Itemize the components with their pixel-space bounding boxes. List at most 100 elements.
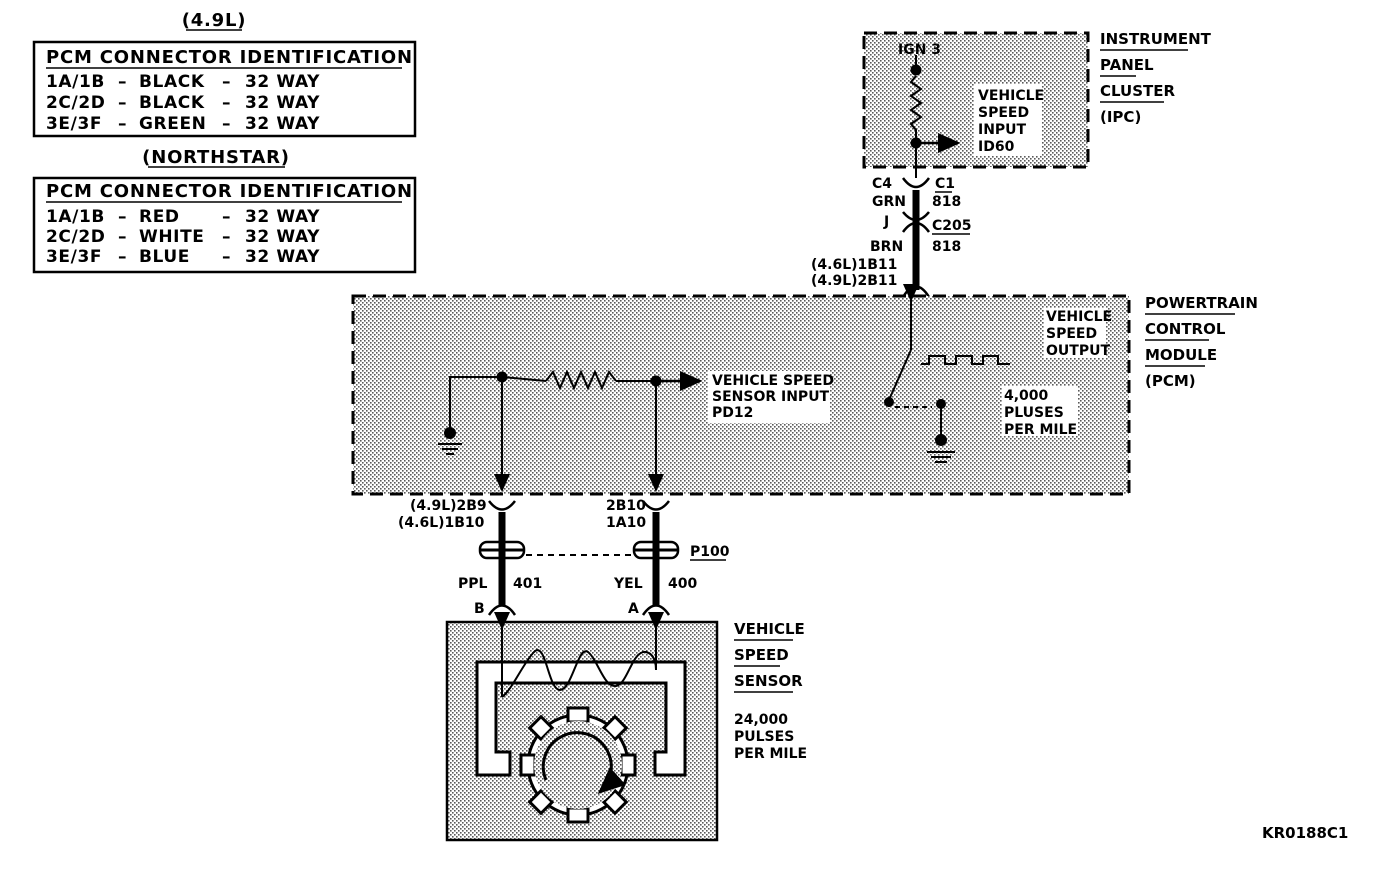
table-49-box [32, 40, 417, 138]
svg-text:4,000: 4,000 [1004, 388, 1049, 404]
label-yel: YEL [613, 576, 643, 592]
svg-text:INPUT: INPUT [978, 122, 1027, 138]
pcm-output-ground [927, 451, 955, 463]
table-49-heading: (4.9L) [182, 10, 247, 31]
svg-text:BLACK: BLACK [139, 72, 205, 92]
label-c1: C1 [935, 176, 955, 192]
svg-text:–: – [118, 247, 127, 267]
label-a: A [628, 601, 639, 617]
svg-text:BLACK: BLACK [139, 93, 205, 113]
sensor-pulses-label: 24,000 PULSES PER MILE [734, 712, 807, 762]
connector-c205 [901, 221, 931, 233]
label-pin-2b9: (4.9L)2B9 [410, 498, 487, 514]
svg-text:SENSOR: SENSOR [734, 672, 803, 690]
svg-text:32 WAY: 32 WAY [245, 93, 320, 113]
svg-text:CLUSTER: CLUSTER [1100, 82, 1175, 100]
svg-text:1A/1B: 1A/1B [46, 72, 105, 92]
pcm-output-label: VEHICLE SPEED OUTPUT [1046, 309, 1112, 359]
table-ns-title: PCM CONNECTOR IDENTIFICATION [46, 181, 413, 202]
svg-text:RED: RED [139, 207, 180, 227]
ipc-name: INSTRUMENT PANEL CLUSTER (IPC) [1100, 30, 1212, 126]
table-49-row: 2C/2D – BLACK – 32 WAY [46, 93, 320, 113]
svg-text:SENSOR INPUT: SENSOR INPUT [712, 389, 830, 405]
svg-text:SPEED: SPEED [978, 105, 1029, 121]
svg-text:–: – [222, 227, 231, 247]
label-c4: C4 [872, 176, 892, 192]
sensor-coil [501, 649, 657, 698]
svg-text:PER MILE: PER MILE [734, 746, 807, 762]
svg-text:32 WAY: 32 WAY [245, 227, 320, 247]
svg-text:–: – [118, 227, 127, 247]
label-818-a: 818 [932, 194, 961, 210]
pcm-input-label: VEHICLE SPEED SENSOR INPUT PD12 [712, 373, 834, 421]
svg-text:32 WAY: 32 WAY [245, 207, 320, 227]
ipc-ign-label: IGN 3 [898, 42, 941, 58]
connector-p100-a [632, 536, 680, 564]
svg-text:VEHICLE SPEED: VEHICLE SPEED [712, 373, 834, 389]
table-ns-box [32, 176, 417, 274]
svg-text:VEHICLE: VEHICLE [978, 88, 1044, 104]
table-49-row: 3E/3F – GREEN – 32 WAY [46, 114, 320, 134]
label-401: 401 [513, 576, 542, 592]
svg-text:3E/3F: 3E/3F [46, 114, 102, 134]
svg-text:–: – [118, 72, 127, 92]
label-pin-46-1b11: (4.6L)1B11 [811, 257, 897, 273]
svg-text:24,000: 24,000 [734, 712, 788, 728]
sensor-core [475, 660, 687, 777]
svg-text:32 WAY: 32 WAY [245, 72, 320, 92]
label-brn: BRN [870, 239, 903, 255]
ipc-node [910, 64, 922, 76]
svg-text:PER MILE: PER MILE [1004, 422, 1077, 438]
label-ppl: PPL [458, 576, 488, 592]
svg-text:–: – [222, 72, 231, 92]
label-p100: P100 [690, 544, 730, 560]
svg-text:PLUSES: PLUSES [1004, 405, 1064, 421]
svg-text:VEHICLE: VEHICLE [1046, 309, 1112, 325]
reluctor-gear [519, 706, 637, 824]
table-ns-heading: (NORTHSTAR) [142, 147, 290, 168]
svg-text:2C/2D: 2C/2D [46, 227, 105, 247]
svg-text:PULSES: PULSES [734, 729, 794, 745]
table-49-title: PCM CONNECTOR IDENTIFICATION [46, 47, 413, 68]
svg-text:INSTRUMENT: INSTRUMENT [1100, 30, 1212, 48]
label-400: 400 [668, 576, 697, 592]
svg-text:–: – [222, 247, 231, 267]
label-818-b: 818 [932, 239, 961, 255]
pcm-input-ground [438, 443, 462, 455]
svg-text:2C/2D: 2C/2D [46, 93, 105, 113]
table-49-row: 1A/1B – BLACK – 32 WAY [46, 72, 320, 92]
svg-text:–: – [222, 93, 231, 113]
pcm-name: POWERTRAIN CONTROL MODULE (PCM) [1145, 294, 1258, 390]
label-b: B [474, 601, 485, 617]
svg-text:3E/3F: 3E/3F [46, 247, 102, 267]
table-ns-row: 1A/1B – RED – 32 WAY [46, 207, 320, 227]
svg-text:(IPC): (IPC) [1100, 108, 1141, 126]
label-pin-49-2b11: (4.9L)2B11 [811, 273, 897, 289]
ipc-input-label: VEHICLE SPEED INPUT ID60 [978, 88, 1044, 155]
svg-text:–: – [222, 207, 231, 227]
svg-text:SPEED: SPEED [734, 646, 789, 664]
svg-text:WHITE: WHITE [139, 227, 205, 247]
svg-text:POWERTRAIN: POWERTRAIN [1145, 294, 1258, 312]
sensor-name: VEHICLE SPEED SENSOR [734, 620, 805, 693]
label-pin-2b10: 2B10 [606, 498, 646, 514]
svg-text:PD12: PD12 [712, 405, 753, 421]
diagram-code: KR0188C1 [1262, 824, 1348, 842]
svg-text:BLUE: BLUE [139, 247, 190, 267]
pcm-pulses-label: 4,000 PLUSES PER MILE [1004, 388, 1077, 438]
svg-text:GREEN: GREEN [139, 114, 207, 134]
svg-text:VEHICLE: VEHICLE [734, 620, 805, 638]
svg-text:32 WAY: 32 WAY [245, 114, 320, 134]
label-grn: GRN [872, 194, 906, 210]
connector-c1 [901, 177, 931, 189]
label-pin-1a10: 1A10 [606, 515, 646, 531]
svg-text:32 WAY: 32 WAY [245, 247, 320, 267]
label-j: J [883, 214, 889, 230]
svg-text:–: – [222, 114, 231, 134]
table-ns-row: 3E/3F – BLUE – 32 WAY [46, 247, 320, 267]
svg-text:PANEL: PANEL [1100, 56, 1154, 74]
svg-text:OUTPUT: OUTPUT [1046, 343, 1110, 359]
pcm-input-resistor [545, 369, 617, 391]
label-pin-1b10: (4.6L)1B10 [398, 515, 485, 531]
